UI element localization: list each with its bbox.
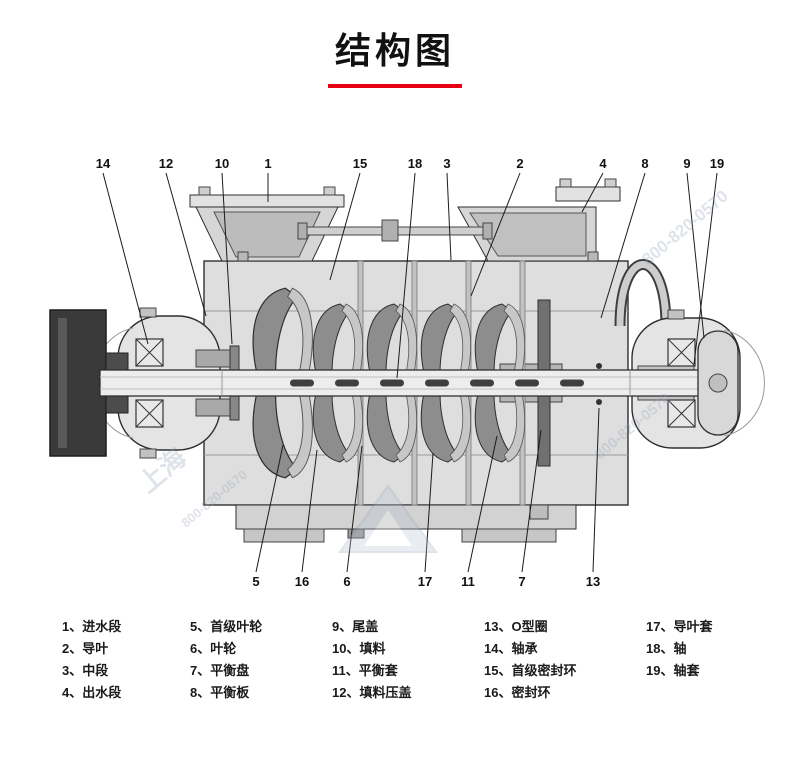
legend-item: 6、叶轮 <box>190 641 237 656</box>
legend-item: 14、轴承 <box>484 641 538 656</box>
legend-item: 1、进水段 <box>62 619 122 634</box>
callout-12: 12 <box>159 156 173 171</box>
left-bearing-upper <box>135 338 164 367</box>
callout-7: 7 <box>518 574 525 589</box>
callout-10: 10 <box>215 156 229 171</box>
callout-3: 3 <box>443 156 450 171</box>
callout-4: 4 <box>599 156 607 171</box>
legend-item: 10、填料 <box>332 641 386 656</box>
callout-17: 17 <box>418 574 432 589</box>
legend-column-4: 13、O型圈 14、轴承 15、首级密封环 16、密封环 <box>484 616 646 704</box>
callout-11: 11 <box>461 574 475 589</box>
page-title: 结构图 <box>334 30 455 71</box>
leader-lines <box>102 172 718 573</box>
callout-13: 13 <box>586 574 600 589</box>
callout-19: 19 <box>710 156 724 171</box>
legend-item: 4、出水段 <box>62 685 122 700</box>
legend-column-3: 9、尾盖 10、填料 11、平衡套 12、填料压盖 <box>332 616 484 704</box>
watermark-phone: 800-820-0570 <box>638 186 731 269</box>
legend-item: 19、轴套 <box>646 663 700 678</box>
callout-2: 2 <box>516 156 523 171</box>
legend-item: 2、导叶 <box>62 641 109 656</box>
callout-9: 9 <box>683 156 690 171</box>
callout-16: 16 <box>295 574 309 589</box>
tail-cover <box>697 330 739 436</box>
legend-item: 11、平衡套 <box>332 663 398 678</box>
stuffing-box <box>195 345 240 421</box>
callout-18: 18 <box>408 156 422 171</box>
legend-item: 5、首级叶轮 <box>190 619 263 634</box>
right-bearing-upper <box>667 338 696 367</box>
legend-item: 12、填料压盖 <box>332 685 412 700</box>
legend-column-5: 17、导叶套 18、轴 19、轴套 <box>646 616 762 704</box>
legend-column-1: 1、进水段 2、导叶 3、中段 4、出水段 <box>62 616 190 704</box>
title-underline <box>328 84 462 88</box>
callout-6: 6 <box>343 574 350 589</box>
pump-shaft <box>99 369 719 397</box>
pump-cross-section-svg: 800-820-0570 800-820-0570 上海 800-820-057… <box>49 156 765 589</box>
legend-item: 17、导叶套 <box>646 619 713 634</box>
balance-pipe <box>297 219 493 242</box>
legend-item: 13、O型圈 <box>484 619 548 634</box>
legend-item: 8、平衡板 <box>190 685 250 700</box>
discharge-outlet <box>457 178 621 262</box>
left-bearing-lower <box>135 399 164 428</box>
parts-legend: 1、进水段 2、导叶 3、中段 4、出水段 5、首级叶轮 6、叶轮 7、平衡盘 … <box>62 616 772 704</box>
legend-item: 7、平衡盘 <box>190 663 250 678</box>
callout-15: 15 <box>353 156 367 171</box>
callout-1: 1 <box>264 156 271 171</box>
watermark-logo <box>338 484 438 553</box>
callout-5: 5 <box>252 574 259 589</box>
suction-inlet <box>189 186 345 262</box>
callout-8: 8 <box>641 156 648 171</box>
pump-structure-diagram: 800-820-0570 800-820-0570 上海 800-820-057… <box>0 148 790 600</box>
callout-14: 14 <box>96 156 111 171</box>
legend-item: 3、中段 <box>62 663 109 678</box>
return-pipe <box>616 261 670 327</box>
callout-numbers: 14 12 10 1 15 18 3 2 4 8 9 19 5 16 6 17 … <box>96 156 724 589</box>
legend-item: 16、密封环 <box>484 685 551 700</box>
legend-item: 15、首级密封环 <box>484 663 577 678</box>
legend-item: 9、尾盖 <box>332 619 379 634</box>
legend-item: 18、轴 <box>646 641 687 656</box>
legend-column-2: 5、首级叶轮 6、叶轮 7、平衡盘 8、平衡板 <box>190 616 332 704</box>
